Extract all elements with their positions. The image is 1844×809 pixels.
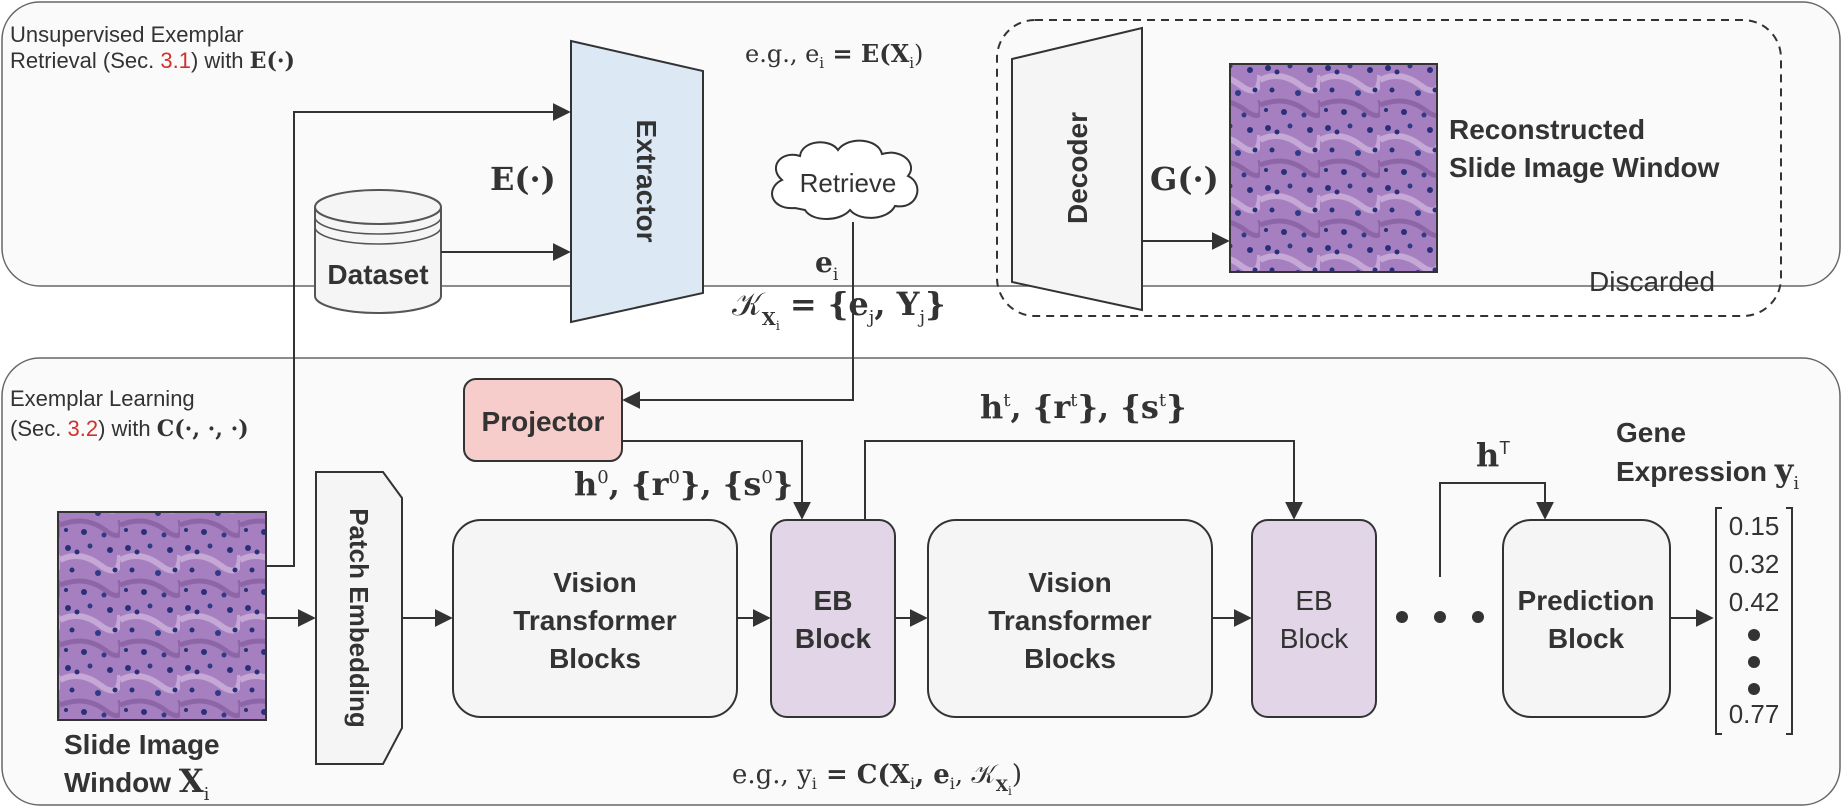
learning-panel-title: Exemplar Learning	[10, 386, 195, 411]
retrieve-cloud-icon	[771, 139, 919, 220]
slide-image-window	[57, 511, 267, 721]
eb1-label-line1: EB	[814, 585, 853, 616]
decoder-block	[1011, 26, 1143, 312]
ellipsis-dots	[1396, 611, 1484, 623]
discarded-region	[996, 19, 1782, 317]
eb2-label-line1: EB	[1295, 585, 1332, 616]
retrieval-example-equation: e.g., ei = E(Xi)	[745, 39, 923, 72]
eb-block-2	[1251, 519, 1377, 718]
edge-hT-to-prediction	[1439, 482, 1554, 577]
edge-eb1-to-eb2-skip	[864, 440, 1303, 520]
decoder-function-label: G(·)	[1150, 160, 1219, 198]
projector-block	[463, 378, 623, 462]
gene-expression-label-line1: Gene	[1616, 417, 1686, 448]
extractor-block	[570, 39, 704, 324]
reconstructed-image	[1229, 63, 1438, 273]
edge-projector-to-eb1	[622, 440, 811, 520]
prediction-label-line2: Block	[1548, 623, 1625, 654]
exemplar-set-label: 𝒦Xi= {ej, Yj}	[732, 285, 946, 334]
retrieval-panel-title: Unsupervised Exemplar	[10, 22, 244, 47]
ht-state-label: ht, {rt}, {st}	[980, 388, 1187, 426]
retrieved-embedding-label: ei	[815, 246, 839, 285]
hT-state-label: hT	[1476, 436, 1510, 474]
reconstructed-title-line2: Slide Image Window	[1449, 152, 1720, 183]
vit2-label-line2: Transformer	[988, 605, 1151, 636]
section-ref-3-2: 3.2	[67, 416, 98, 441]
gene-expression-label-line2: Expression yi	[1616, 451, 1799, 494]
retrieval-panel-subtitle: Retrieval (Sec. 3.1) with E(·)	[10, 48, 295, 74]
section-ref-3-1: 3.1	[160, 48, 191, 73]
dataset-icon	[314, 189, 442, 314]
patch-embedding-block	[315, 471, 403, 765]
prediction-block	[1502, 519, 1671, 718]
eb-block-1	[770, 519, 896, 718]
h0-state-label: h0, {r0}, {s0}	[574, 465, 793, 503]
decoder-label: Decoder	[1062, 112, 1093, 224]
learning-panel-subtitle: (Sec. 3.2) with C(·, ·, ·)	[10, 416, 249, 442]
learning-example-equation: e.g., yi = C(Xi, ei, 𝒦Xi)	[732, 760, 1022, 798]
retrieve-label: Retrieve	[800, 168, 897, 198]
output-value-3: 0.42	[1729, 587, 1780, 617]
reconstructed-title-line1: Reconstructed	[1449, 114, 1645, 145]
discarded-label: Discarded	[1589, 266, 1715, 297]
edge-slide-to-extractor	[266, 103, 571, 567]
extractor-function-label: E(·)	[490, 160, 556, 198]
gene-expression-vector: 0.15 0.32 0.42 0.77	[1715, 507, 1793, 735]
output-value-1: 0.15	[1729, 511, 1780, 541]
output-value-2: 0.32	[1729, 549, 1780, 579]
edge-retrieve-to-projector	[622, 222, 854, 409]
prediction-label-line1: Prediction	[1518, 585, 1655, 616]
vit1-label-line2: Transformer	[513, 605, 676, 636]
vit1-label-line1: Vision	[553, 567, 637, 598]
vit2-label-line1: Vision	[1028, 567, 1112, 598]
vit2-label-line3: Blocks	[1024, 643, 1116, 674]
vit1-label-line3: Blocks	[549, 643, 641, 674]
patch-embedding-label: Patch Embedding	[344, 508, 374, 728]
dataset-label: Dataset	[327, 259, 428, 290]
slide-image-label-line1: Slide Image	[64, 729, 220, 760]
extractor-label: Extractor	[631, 120, 662, 243]
eb2-label-line2: Block	[1280, 623, 1349, 654]
slide-image-label-line2: Window Xi	[64, 762, 210, 805]
projector-label: Projector	[482, 406, 605, 437]
output-value-4: 0.77	[1729, 699, 1780, 729]
eb1-label-line2: Block	[795, 623, 872, 654]
